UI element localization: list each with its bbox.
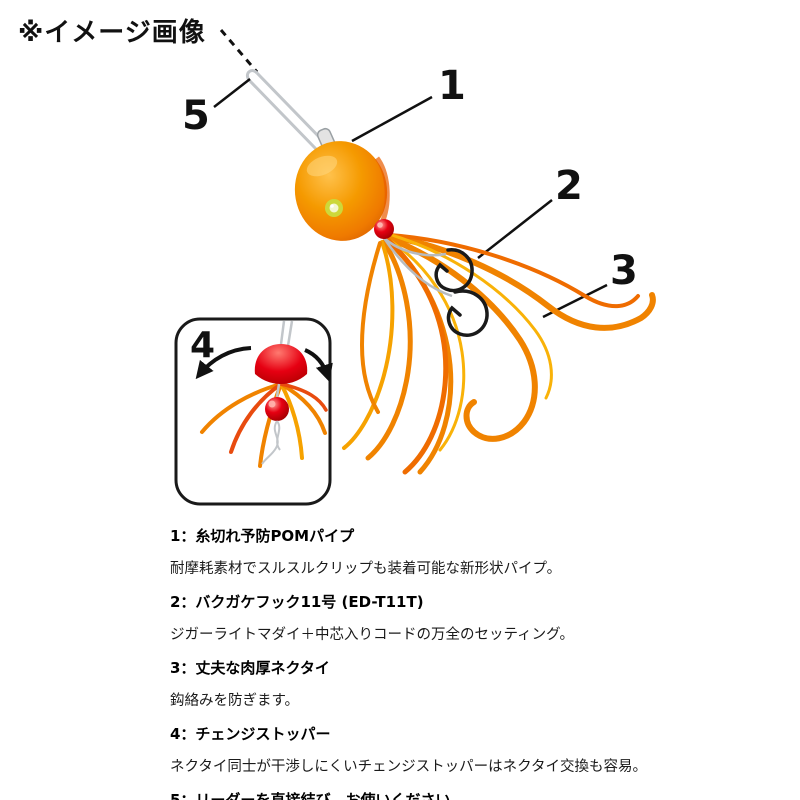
feature-1-body: 耐摩耗素材でスルスルクリップも装着可能な新形状パイプ。 xyxy=(170,561,562,577)
callout-number-1: 1 xyxy=(438,63,466,109)
feature-4-title: 4：チェンジストッパー xyxy=(170,725,331,743)
hooks-icon xyxy=(434,248,489,337)
feature-5-title: 5：リーダーを直接結び、お使いください。 xyxy=(170,791,466,800)
callout-number-2: 2 xyxy=(555,163,583,209)
callout-number-4: 4 xyxy=(190,325,216,366)
feature-1-title: 1：糸切れ予防POMパイプ xyxy=(170,527,355,545)
feature-descriptions: 1：糸切れ予防POMパイプ 耐摩耗素材でスルスルクリップも装着可能な新形状パイプ… xyxy=(170,528,770,800)
stopper-bead-icon xyxy=(374,219,394,239)
callout-number-5: 5 xyxy=(182,93,210,139)
leader-line-icon xyxy=(245,69,326,151)
dashed-leader-icon xyxy=(219,29,259,73)
feature-2-body: ジガーライトマダイ＋中芯入りコードの万全のセッティング。 xyxy=(170,627,574,643)
lure-eye-icon xyxy=(325,199,343,217)
feature-3-title: 3：丈夫な肉厚ネクタイ xyxy=(170,659,330,677)
inset-knot-icon xyxy=(261,420,281,465)
slide-arrows-icon xyxy=(195,346,333,383)
inset-stopper-icon xyxy=(254,344,308,421)
change-stopper-inset xyxy=(174,317,333,506)
feature-2-title: 2：バクガケフック11号 (ED-T11T) xyxy=(170,593,424,611)
callout-line-1 xyxy=(351,95,433,143)
callout-line-5 xyxy=(213,78,251,108)
feature-4-body: ネクタイ同士が干渉しにくいチェンジストッパーはネクタイ交換も容易。 xyxy=(170,759,648,775)
jig-head-icon xyxy=(294,141,390,241)
callout-line-2 xyxy=(477,199,553,259)
image-disclaimer-label: ※イメージ画像 xyxy=(18,18,206,48)
hook-cord-icon xyxy=(382,237,453,298)
lure-illustration xyxy=(174,29,656,506)
callout-pointer-lines xyxy=(213,78,608,319)
lure-diagram: 1 2 3 4 5 xyxy=(174,29,656,506)
feature-3-body: 鈎絡みを防ぎます。 xyxy=(170,693,300,709)
callout-number-3: 3 xyxy=(610,248,638,294)
necktie-skirt-icon xyxy=(342,232,656,475)
